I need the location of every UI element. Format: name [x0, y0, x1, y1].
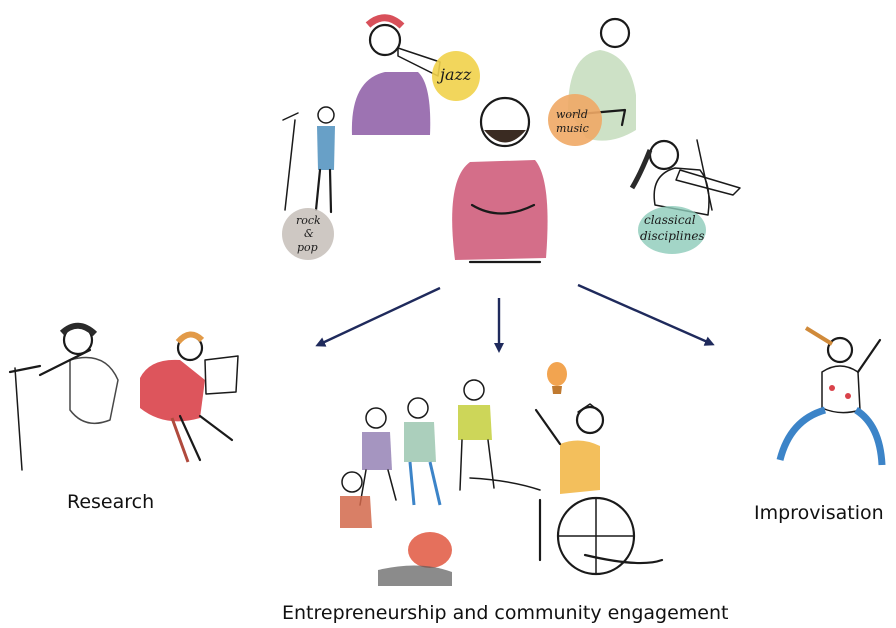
- flute-player-icon: [8, 322, 119, 471]
- world-music-badge: world music: [548, 94, 602, 146]
- singer-icon: [282, 106, 335, 214]
- research-caption: Research: [67, 491, 155, 513]
- arrow-to-research: [315, 286, 441, 347]
- arrow-to-improvisation: [577, 283, 715, 346]
- improviser-icon: [776, 326, 886, 466]
- classical-badge-label-1: classical: [644, 213, 696, 227]
- classical-badge-label-2: disciplines: [640, 229, 705, 243]
- classical-badge: classical disciplines: [638, 206, 706, 254]
- rock-badge-label-3: pop: [297, 241, 318, 254]
- entrepreneurship-caption: Entrepreneurship and community engagemen…: [282, 602, 729, 624]
- community-group-icon: [340, 379, 541, 586]
- central-musician-icon: [452, 96, 548, 264]
- world-badge-label-1: world: [556, 108, 588, 121]
- trumpet-player-icon: [351, 14, 441, 135]
- violinist-icon: [629, 139, 741, 216]
- rock-badge-label-2: &: [304, 227, 314, 240]
- rock-badge-label-1: rock: [296, 214, 321, 227]
- rock-pop-badge: rock & pop: [282, 208, 334, 260]
- jazz-badge-label: jazz: [437, 65, 472, 84]
- arrows: [315, 283, 715, 353]
- jazz-badge: jazz: [432, 51, 480, 101]
- wheelchair-user-icon: [534, 403, 664, 576]
- improvisation-caption: Improvisation: [754, 502, 884, 524]
- reader-icon: [140, 331, 239, 463]
- world-badge-label-2: music: [556, 122, 589, 135]
- lightbulb-icon: [547, 362, 567, 394]
